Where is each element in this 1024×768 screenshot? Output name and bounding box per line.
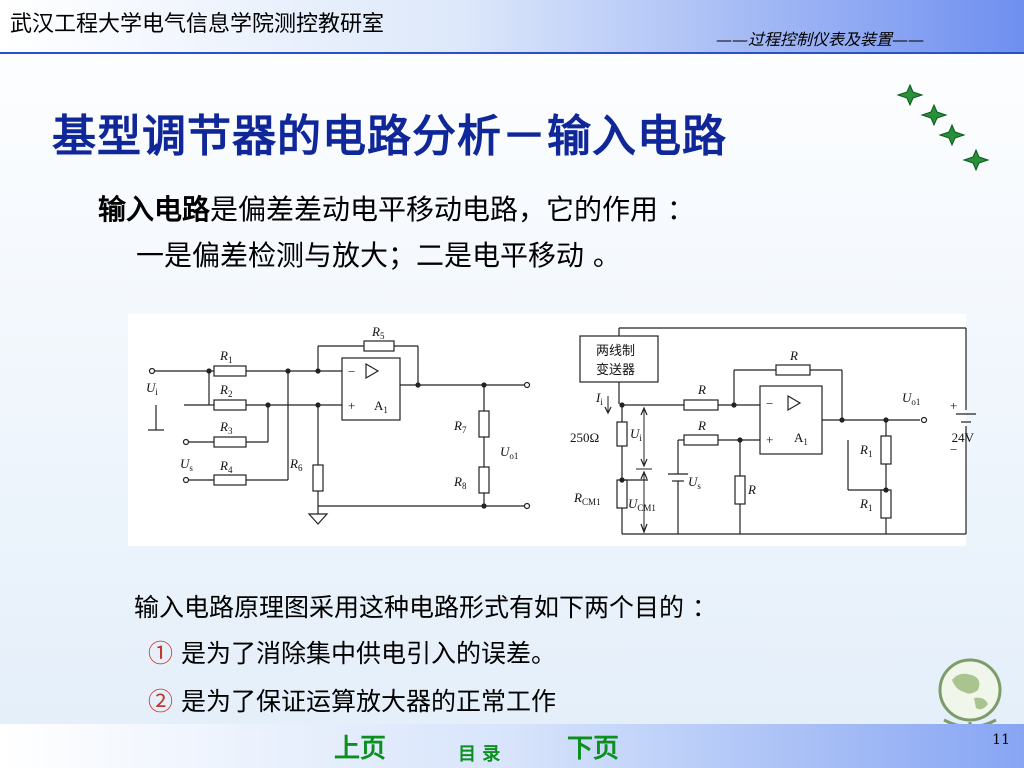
label-R1b: R1 xyxy=(859,496,872,513)
item-1-marker: ① xyxy=(148,639,174,668)
label-R7: R7 xyxy=(453,418,467,435)
term-input-circuit: 输入电路 xyxy=(98,193,211,226)
label-R1a: R1 xyxy=(859,442,872,459)
label-Ui-right: Ui xyxy=(630,426,642,443)
opamp-minus-label: − xyxy=(348,364,355,379)
label-RCM1: RCM1 xyxy=(573,490,600,507)
label-Ui: Ui xyxy=(146,380,158,397)
purpose-intro: 输入电路原理图采用这种电路形式有如下两个目的 ： xyxy=(134,593,717,622)
supply-voltage: 24V xyxy=(952,430,975,445)
item-2-text: 是为了保证运算放大器的正常工作 xyxy=(180,687,556,716)
label-R2: R2 xyxy=(219,382,232,399)
label-Us: Us xyxy=(180,456,193,473)
footer-bar xyxy=(0,724,1024,768)
decorative-stars-icon xyxy=(896,83,990,172)
next-page-button[interactable]: 下页 xyxy=(567,734,620,764)
supply-plus: + xyxy=(950,398,957,413)
label-R-in2: R xyxy=(697,418,706,433)
department-name: 武汉工程大学电气信息学院测控教研室 xyxy=(10,12,385,37)
label-Us-right: Us xyxy=(688,474,701,491)
label-R-ground: R xyxy=(747,482,756,497)
label-R-feedback: R xyxy=(789,348,798,363)
page-number: 11 xyxy=(992,732,1010,748)
label-UCM1: UCM1 xyxy=(628,496,656,513)
transmitter-label-1: 两线制 xyxy=(596,343,635,358)
label-A1-right: A1 xyxy=(794,430,808,447)
purpose-item-2: ② 是为了保证运算放大器的正常工作 xyxy=(148,682,556,718)
intro-text-1: 是偏差差动电平移动电路，它的作用 ： xyxy=(210,193,695,226)
label-250ohm: 250Ω xyxy=(570,430,599,445)
label-Uo1: Uo1 xyxy=(500,444,518,461)
label-R4: R4 xyxy=(219,458,233,475)
label-R5: R5 xyxy=(371,324,385,341)
label-A1: A1 xyxy=(374,398,388,415)
supply-minus: − xyxy=(950,442,957,457)
label-R3: R3 xyxy=(219,419,233,436)
slide-title: 基型调节器的电路分析－输入电路 xyxy=(52,111,727,162)
header-bar: 武汉工程大学电气信息学院测控教研室 ——过程控制仪表及装置—— xyxy=(0,0,1024,54)
item-2-marker: ② xyxy=(148,687,174,716)
circuit-diagrams: R5 R1 R2 R3 R4 R6 R7 R8 Ui Us Uo1 A1 − + xyxy=(146,324,976,535)
item-1-text: 是为了消除集中供电引入的误差。 xyxy=(180,639,556,668)
prev-page-button[interactable]: 上页 xyxy=(334,734,387,764)
purpose-item-1: ① 是为了消除集中供电引入的误差。 xyxy=(148,634,556,670)
intro-line-2: 一是偏差检测与放大；二是电平移动 。 xyxy=(136,239,621,272)
table-of-contents-button[interactable]: 目 录 xyxy=(458,744,501,765)
opamp2-minus-label: − xyxy=(766,396,773,411)
course-title: ——过程控制仪表及装置—— xyxy=(715,30,924,49)
label-Uo1-right: Uo1 xyxy=(902,390,920,407)
label-R1: R1 xyxy=(219,348,232,365)
right-circuit xyxy=(579,327,976,535)
transmitter-label-2: 变送器 xyxy=(596,362,635,377)
label-R-in1: R xyxy=(697,382,706,397)
label-R8: R8 xyxy=(453,474,467,491)
intro-line-1: 输入电路是偏差差动电平移动电路，它的作用 ： xyxy=(98,188,695,228)
opamp-plus-label: + xyxy=(348,398,355,413)
circuit-figure: R5 R1 R2 R3 R4 R6 R7 R8 Ui Us Uo1 A1 − + xyxy=(128,314,976,546)
opamp2-plus-label: + xyxy=(766,432,773,447)
label-Ii: Ii xyxy=(595,390,603,407)
label-R6: R6 xyxy=(289,456,303,473)
left-circuit xyxy=(148,340,531,525)
